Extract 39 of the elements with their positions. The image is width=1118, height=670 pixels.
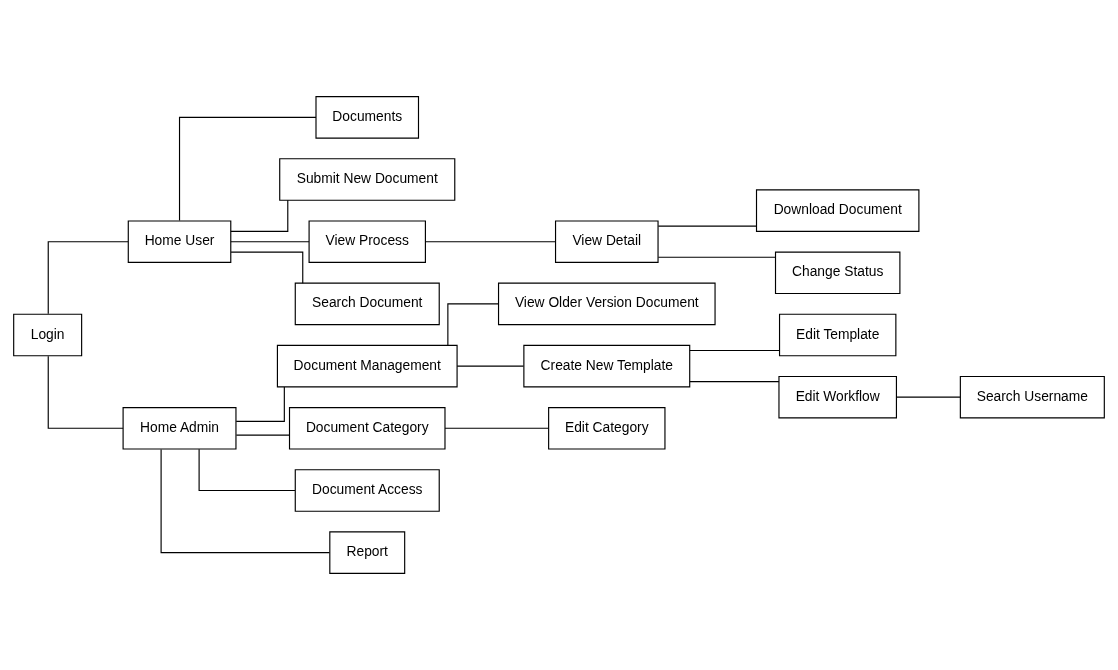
node-box: Search Username: [959, 375, 1105, 419]
connector: [160, 448, 330, 554]
connector: [230, 241, 310, 243]
node-box: Create New Template: [523, 344, 691, 388]
node-box: Report: [329, 531, 406, 574]
connector: [230, 251, 304, 284]
connector: [657, 256, 776, 258]
node-box: Documents: [315, 96, 420, 139]
node-box: Download Document: [755, 189, 920, 232]
connector: [230, 199, 289, 232]
node-box: View Older Version Document: [497, 282, 716, 326]
connector: [235, 434, 291, 436]
connector: [689, 349, 780, 352]
connector: [47, 355, 124, 429]
node-box: Document Access: [294, 469, 440, 512]
connector: [178, 116, 317, 222]
node-box: Edit Workflow: [778, 375, 897, 419]
connector: [689, 381, 780, 383]
connector: [444, 427, 549, 429]
connector: [447, 303, 499, 346]
connector: [198, 448, 296, 492]
node-box: Submit New Document: [279, 158, 456, 201]
node-box: View Detail: [554, 220, 659, 264]
node-box: Change Status: [774, 251, 901, 295]
connector: [235, 386, 285, 422]
node-box: Login: [13, 313, 83, 357]
node-box: Edit Category: [548, 406, 666, 450]
node-box: Home User: [127, 220, 232, 264]
node-box: Document Management: [276, 344, 458, 388]
connector: [657, 225, 757, 227]
node-box: Document Category: [288, 406, 446, 450]
node-box: View Process: [308, 220, 426, 264]
node-box: Home Admin: [122, 406, 237, 450]
node-box: Edit Template: [778, 313, 897, 357]
connector: [47, 241, 129, 315]
connector: [424, 241, 556, 243]
node-box: Search Document: [294, 282, 440, 326]
connector: [456, 365, 525, 367]
connector: [896, 396, 961, 398]
